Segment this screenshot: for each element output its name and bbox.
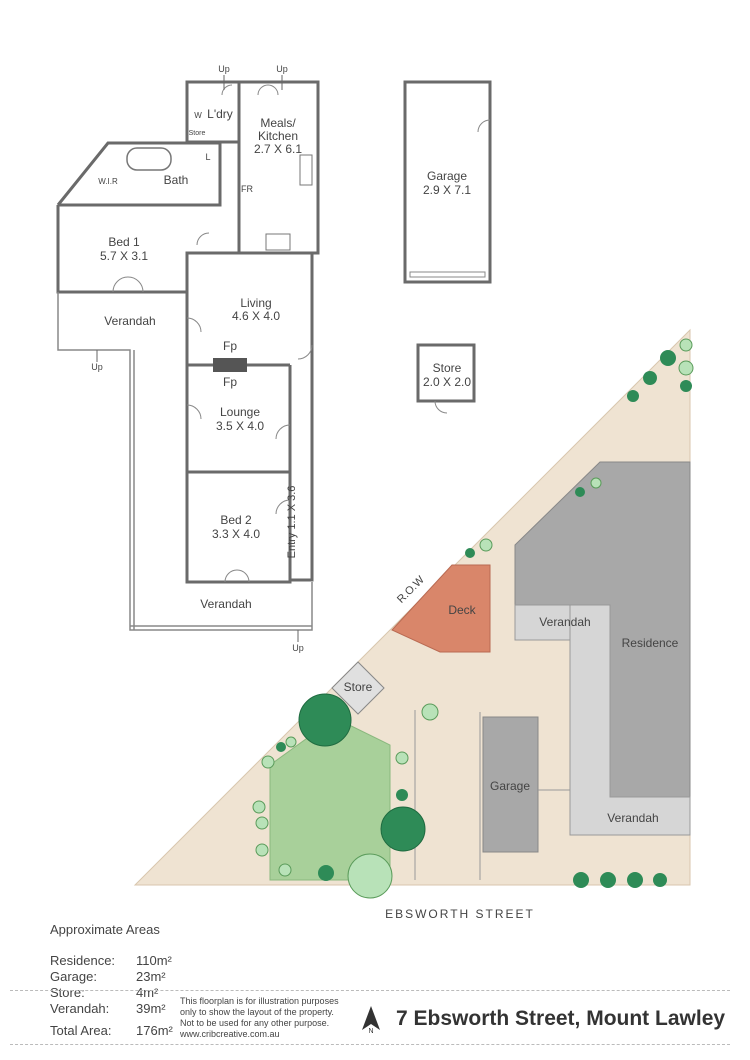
site-verandah-side [569,604,691,836]
fireplace-fixture [213,358,247,372]
property-address: 7 Ebsworth Street, Mount Lawley [396,1007,726,1030]
label-meals-2: Kitchen [258,129,298,143]
area-value: 176m² [136,1023,173,1038]
site-plan: Deck Verandah Residence Store Garage Ver… [133,328,694,921]
svg-text:N: N [368,1028,373,1034]
label-wir: W.I.R [98,177,118,186]
area-value: 4m² [136,985,159,1000]
label-garage: Garage [427,169,467,183]
label-bath: Bath [164,173,189,187]
label-bed2: Bed 2 [220,513,252,527]
label-bed1-dim: 5.7 X 3.1 [100,249,148,263]
site-label-deck: Deck [448,603,476,617]
house-floorplan [56,80,320,584]
store-door-arc [434,400,448,414]
detached-garage-outline [403,80,492,284]
disclaimer-line: This floorplan is for illustration purpo… [180,996,339,1006]
area-row-store: Store: 4m² [50,985,173,1001]
label-up-4: Up [292,643,304,653]
label-verandah-left: Verandah [104,314,155,328]
label-living: Living [240,296,271,310]
area-row-garage: Garage: 23m² [50,969,173,985]
areas-heading: Approximate Areas [50,922,160,937]
north-arrow-icon: N [362,1006,380,1034]
label-lounge: Lounge [220,405,260,419]
label-up-3: Up [91,362,103,372]
site-label-garage: Garage [490,779,530,793]
site-label-verandah-bottom: Verandah [607,811,658,825]
area-row-residence: Residence: 110m² [50,953,173,969]
area-label: Verandah: [50,1001,110,1016]
label-store-dim: 2.0 X 2.0 [423,375,471,389]
footer-divider-top [10,990,730,991]
site-label-residence: Residence [622,636,679,650]
label-living-dim: 4.6 X 4.0 [232,309,280,323]
footer-divider-bottom [10,1044,730,1045]
disclaimer-line: only to show the layout of the property. [180,1007,334,1017]
area-label: Residence: [50,953,116,968]
label-w: W [194,111,202,120]
site-trees [252,338,694,899]
label-lounge-dim: 3.5 X 4.0 [216,419,264,433]
disclaimer-url[interactable]: www.cribcreative.com.au [180,1029,280,1039]
garage-door-arc [477,119,491,133]
bathtub-fixture [126,147,172,171]
site-deck [391,564,491,653]
label-fp-top: Fp [223,339,237,353]
label-verandah-bottom: Verandah [200,597,251,611]
sink-fixture [299,154,313,186]
site-label-street: EBSWORTH STREET [385,907,535,921]
label-bed1: Bed 1 [108,235,140,249]
door-arcs [112,84,313,583]
area-label: Total Area: [50,1023,112,1038]
label-fp-bottom: Fp [223,375,237,389]
site-store [331,661,385,715]
label-store: Store [433,361,462,375]
label-store-small: Store [189,130,206,137]
label-l: L [205,152,210,162]
area-row-verandah: Verandah: 39m² [50,1001,173,1017]
label-fr: FR [241,184,253,194]
label-up-2: Up [276,64,288,74]
site-label-verandah-top: Verandah [539,615,590,629]
label-laundry: L'dry [207,107,233,121]
label-entry: Entry 1.1 X 3.6 [286,486,298,559]
label-meals-1: Meals/ [260,116,296,130]
approximate-areas: Approximate Areas Residence: 110m² Garage… [50,922,173,1039]
stair-markers [96,75,299,642]
disclaimer-line: Not to be used for any other purpose. [180,1018,330,1028]
label-up-1: Up [218,64,230,74]
site-garage [482,716,539,853]
stove-fixture [265,233,291,251]
label-bed2-dim: 3.3 X 4.0 [212,527,260,541]
detached-store-outline [416,343,476,403]
disclaimer: This floorplan is for illustration purpo… [180,996,370,1040]
area-label: Store: [50,985,85,1000]
area-value: 110m² [136,953,172,968]
site-label-store: Store [344,680,373,694]
area-label: Garage: [50,969,97,984]
area-value: 39m² [136,1001,166,1016]
area-value: 23m² [136,969,166,984]
label-garage-dim: 2.9 X 7.1 [423,183,471,197]
verandah-outlines [57,292,313,631]
area-row-total: Total Area: 176m² [50,1023,173,1039]
label-meals-dim: 2.7 X 6.1 [254,142,302,156]
garage-roller-door [409,271,486,278]
